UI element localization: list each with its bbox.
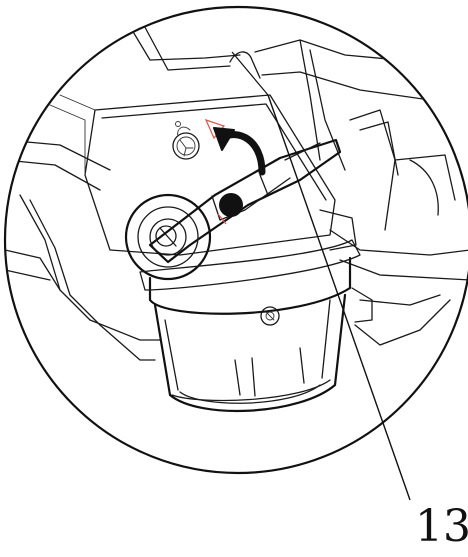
callout-leader bbox=[267, 94, 411, 501]
magnifier-circle bbox=[3, 5, 468, 475]
unlock-icon bbox=[172, 121, 200, 160]
connector-body bbox=[139, 239, 361, 413]
callout-number: 13 bbox=[415, 501, 468, 552]
pivot-hub bbox=[124, 193, 212, 281]
curved-arrow-icon bbox=[213, 127, 266, 176]
housing-drawing bbox=[5, 9, 468, 413]
filled-circle-icon bbox=[219, 193, 243, 217]
